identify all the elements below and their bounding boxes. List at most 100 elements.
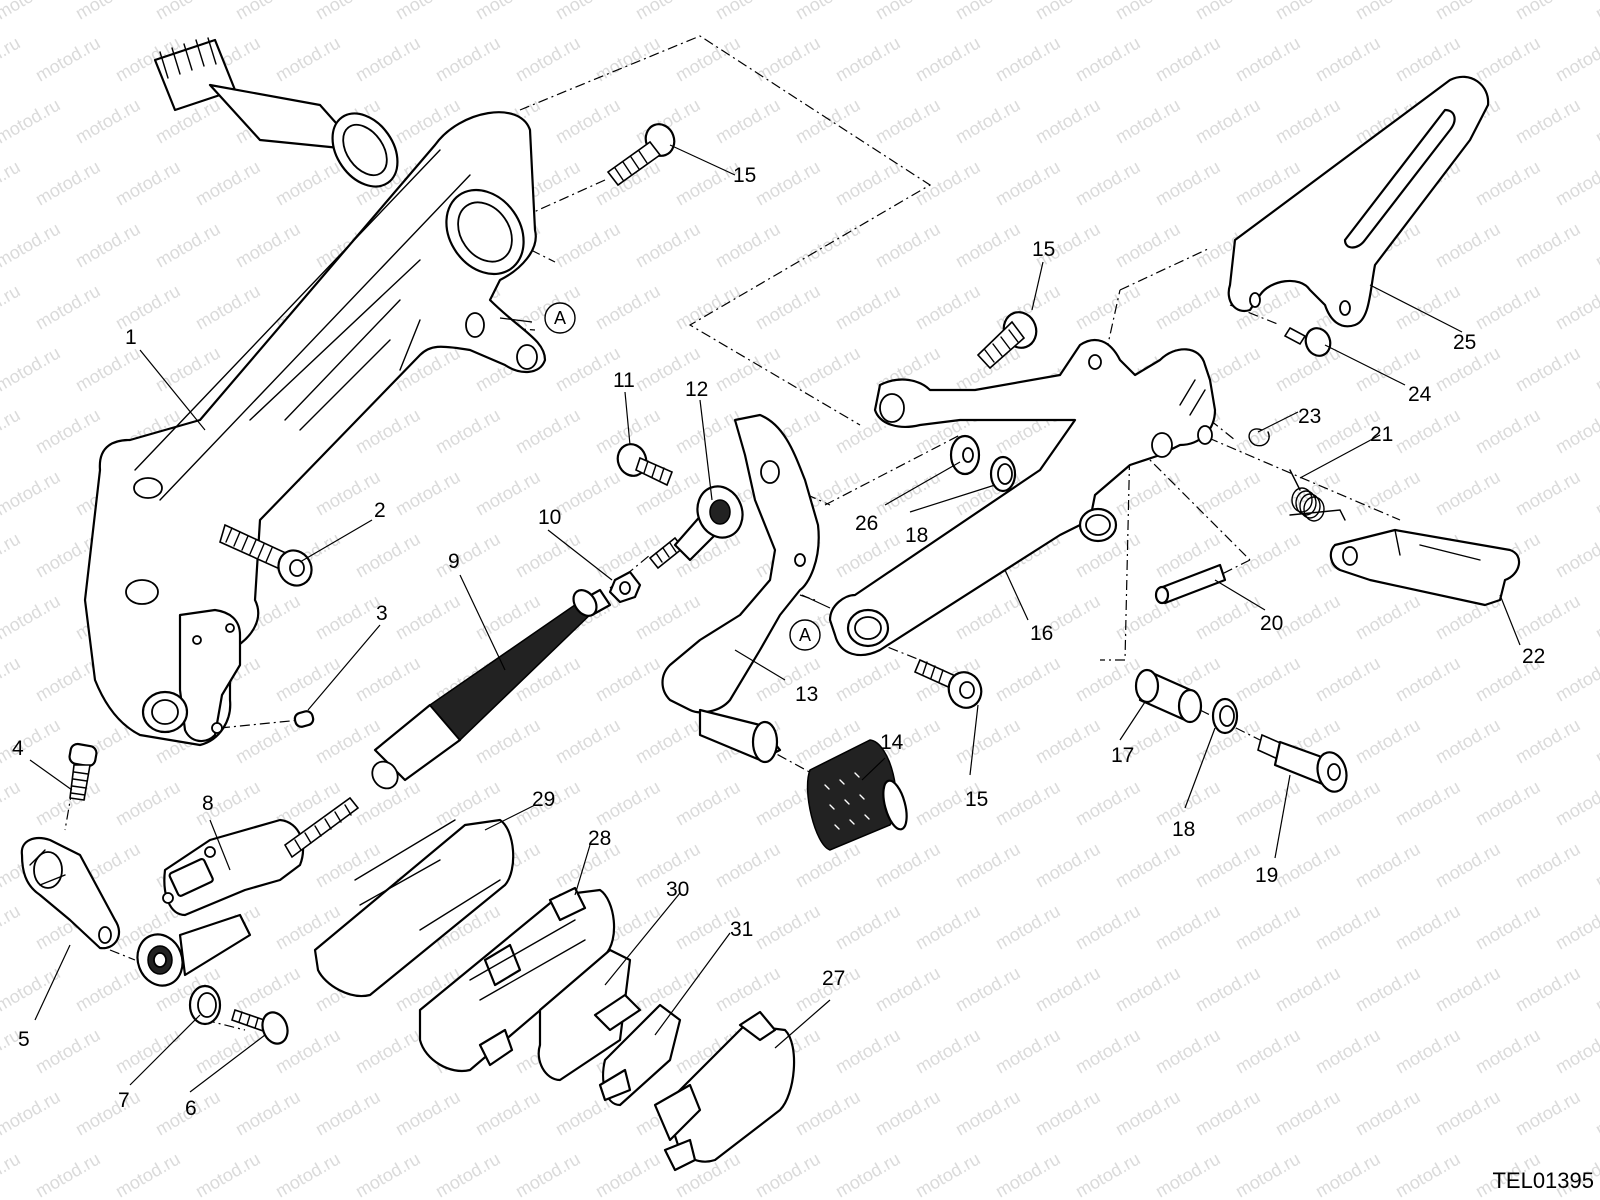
watermark-text: motod.ru [1032, 95, 1104, 148]
watermark-text: motod.ru [1392, 405, 1464, 458]
watermark-text: motod.ru [392, 591, 464, 644]
callout-15: 15 [965, 788, 988, 811]
watermark-text: motod.ru [1512, 1087, 1584, 1140]
part-17-spacer [1134, 668, 1203, 724]
watermark-text: motod.ru [1072, 33, 1144, 86]
watermark-text: motod.ru [272, 1149, 344, 1200]
watermark-text: motod.ru [1592, 467, 1600, 520]
watermark-text: motod.ru [72, 95, 144, 148]
watermark-text: motod.ru [552, 0, 624, 23]
watermark-text: motod.ru [1432, 715, 1504, 768]
watermark-text: motod.ru [1392, 653, 1464, 706]
watermark-text: motod.ru [712, 839, 784, 892]
part-15-bolt-upper [606, 123, 676, 187]
watermark-text: motod.ru [1272, 839, 1344, 892]
watermark-text: motod.ru [1112, 467, 1184, 520]
watermark-text: motod.ru [1432, 963, 1504, 1016]
reference-marker-a-lower: A [789, 594, 831, 651]
watermark-text: motod.ru [0, 653, 24, 706]
callout-labels: 1 2 3 4 5 6 7 8 9 10 11 12 13 14 15 15 1… [12, 164, 1545, 1120]
watermark-text: motod.ru [1272, 343, 1344, 396]
watermark-text: motod.ru [0, 405, 24, 458]
watermark-text: motod.ru [832, 1025, 904, 1078]
watermark-text: motod.ru [992, 777, 1064, 830]
watermark-text: motod.ru [752, 281, 824, 334]
watermark-text: motod.ru [0, 1149, 24, 1200]
part-8-switch [136, 818, 305, 987]
callout-1: 1 [125, 326, 137, 349]
watermark-text: motod.ru [1232, 901, 1304, 954]
watermark-text: motod.ru [912, 157, 984, 210]
watermark-text: motod.ru [832, 653, 904, 706]
watermark-text: motod.ru [152, 219, 224, 272]
part-15-bolt-right [976, 311, 1038, 370]
watermark-text: motod.ru [1512, 839, 1584, 892]
watermark-text: motod.ru [312, 839, 384, 892]
watermark-text: motod.ru [1192, 839, 1264, 892]
watermark-text: motod.ru [0, 1087, 64, 1140]
part-12-rod-end [648, 485, 744, 570]
watermark-text: motod.ru [1592, 591, 1600, 644]
watermark-text: motod.ru [832, 901, 904, 954]
callout-3: 3 [376, 602, 388, 625]
part-28-cover [418, 886, 616, 1073]
watermark-text: motod.ru [512, 1149, 584, 1200]
watermark-text: motod.ru [1272, 1087, 1344, 1140]
watermark-text: motod.ru [312, 0, 384, 23]
watermark-text: motod.ru [72, 963, 144, 1016]
watermark-text: motod.ru [592, 33, 664, 86]
watermark-text: motod.ru [112, 157, 184, 210]
watermark-text: motod.ru [1352, 715, 1424, 768]
watermark-text: motod.ru [1392, 777, 1464, 830]
watermark-text: motod.ru [1072, 157, 1144, 210]
watermark-text: motod.ru [472, 0, 544, 23]
watermark-text: motod.ru [832, 1149, 904, 1200]
watermark-text: motod.ru [1232, 529, 1304, 582]
reference-marker-a-upper: A [499, 302, 576, 334]
watermark-text: motod.ru [992, 653, 1064, 706]
watermark-text: motod.ru [1592, 1087, 1600, 1140]
watermark-text: motod.ru [872, 1087, 944, 1140]
watermark-text: motod.ru [0, 33, 24, 86]
watermark-text: motod.ru [512, 405, 584, 458]
callout-15: 15 [733, 164, 756, 187]
watermark-text: motod.ru [0, 219, 64, 272]
watermark-text: motod.ru [1112, 1087, 1184, 1140]
watermark-text: motod.ru [672, 405, 744, 458]
watermark-text: motod.ru [1552, 405, 1600, 458]
watermark-text: motod.ru [992, 1149, 1064, 1200]
callout-29: 29 [532, 788, 555, 811]
watermark-text: motod.ru [1112, 219, 1184, 272]
watermark-text: motod.ru [872, 219, 944, 272]
watermark-text: motod.ru [1032, 963, 1104, 1016]
watermark-text: motod.ru [1392, 1025, 1464, 1078]
watermark-text: motod.ru [712, 343, 784, 396]
part-5-clamp [20, 837, 121, 950]
watermark-text: motod.ru [1512, 343, 1584, 396]
watermark-text: motod.ru [1592, 715, 1600, 768]
watermark-text: motod.ru [1232, 777, 1304, 830]
watermark-text: motod.ru [1152, 157, 1224, 210]
watermark-text: motod.ru [112, 1149, 184, 1200]
watermark-text: motod.ru [1312, 33, 1384, 86]
watermark-text: motod.ru [1352, 839, 1424, 892]
watermark-text: motod.ru [0, 467, 64, 520]
watermark-text: motod.ru [872, 95, 944, 148]
watermark-text: motod.ru [752, 901, 824, 954]
watermark-text: motod.ru [272, 33, 344, 86]
watermark-text: motod.ru [1192, 591, 1264, 644]
watermark-text: motod.ru [1392, 33, 1464, 86]
watermark-text: motod.ru [392, 0, 464, 23]
watermark-text: motod.ru [1432, 0, 1504, 23]
callout-13: 13 [795, 683, 818, 706]
watermark-text: motod.ru [232, 219, 304, 272]
watermark-text: motod.ru [32, 33, 104, 86]
watermark-text: motod.ru [1352, 467, 1424, 520]
watermark-text: motod.ru [1112, 95, 1184, 148]
watermark-text: motod.ru [952, 839, 1024, 892]
watermark-text: motod.ru [1072, 281, 1144, 334]
reference-label: A [799, 625, 811, 645]
part-3-pin [293, 710, 315, 728]
callout-30: 30 [666, 878, 689, 901]
watermark-text: motod.ru [632, 715, 704, 768]
